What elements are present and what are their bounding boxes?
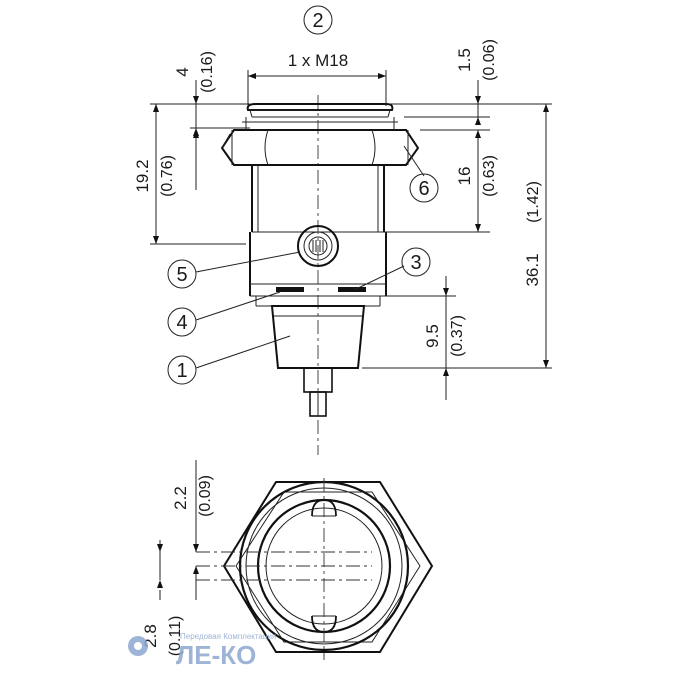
callout-3: 3: [353, 247, 431, 291]
callout-4: 4: [167, 291, 281, 337]
dim-total-mm: 36.1: [523, 253, 542, 286]
svg-text:3: 3: [410, 252, 421, 274]
dim-slot-mm: 2.2: [171, 486, 190, 510]
callout-5: 5: [167, 251, 301, 289]
dim-plug-in: (0.37): [449, 315, 466, 357]
watermark-text: ЛЕ-КО: [176, 640, 256, 670]
bottom-view: [157, 460, 434, 660]
svg-text:6: 6: [418, 178, 429, 200]
callout-1: 1: [167, 335, 291, 385]
dim-plug-mm: 9.5: [423, 324, 442, 348]
dim-bottom-in: (0.11): [167, 616, 184, 657]
svg-text:5: 5: [176, 264, 187, 286]
watermark-logo: ЛЕ-КО Передовая Комплектация: [128, 632, 276, 670]
dim-top-left-mm: 4: [173, 67, 192, 76]
dim-slot-in: (0.09): [197, 475, 214, 517]
dim-nut-mm: 16: [455, 167, 474, 186]
callout-6: 6: [403, 145, 439, 203]
dimension-labels: 1 x M18 4 (0.16) 1.5 (0.06) 19.2 (0.76) …: [133, 39, 542, 656]
dim-height-mm: 19.2: [133, 159, 152, 192]
dim-nut-in: (0.63): [481, 155, 498, 197]
thread-label: 1 x M18: [288, 51, 348, 70]
dim-top-right-in: (0.06): [481, 39, 498, 81]
watermark-tagline: Передовая Комплектация: [180, 632, 276, 641]
dimension-lines: [150, 70, 552, 400]
dim-total-in: (1.42): [525, 181, 542, 223]
dim-height-in: (0.76): [159, 155, 176, 197]
dim-top-left-in: (0.16): [199, 51, 216, 93]
callouts: 2 6 5 3 4 1: [167, 5, 439, 385]
dim-top-right-mm: 1.5: [455, 48, 474, 72]
callout-2: 2: [303, 5, 333, 35]
svg-text:2: 2: [312, 10, 323, 32]
side-view: [220, 95, 420, 455]
svg-text:4: 4: [176, 312, 187, 334]
svg-text:1: 1: [176, 360, 187, 382]
